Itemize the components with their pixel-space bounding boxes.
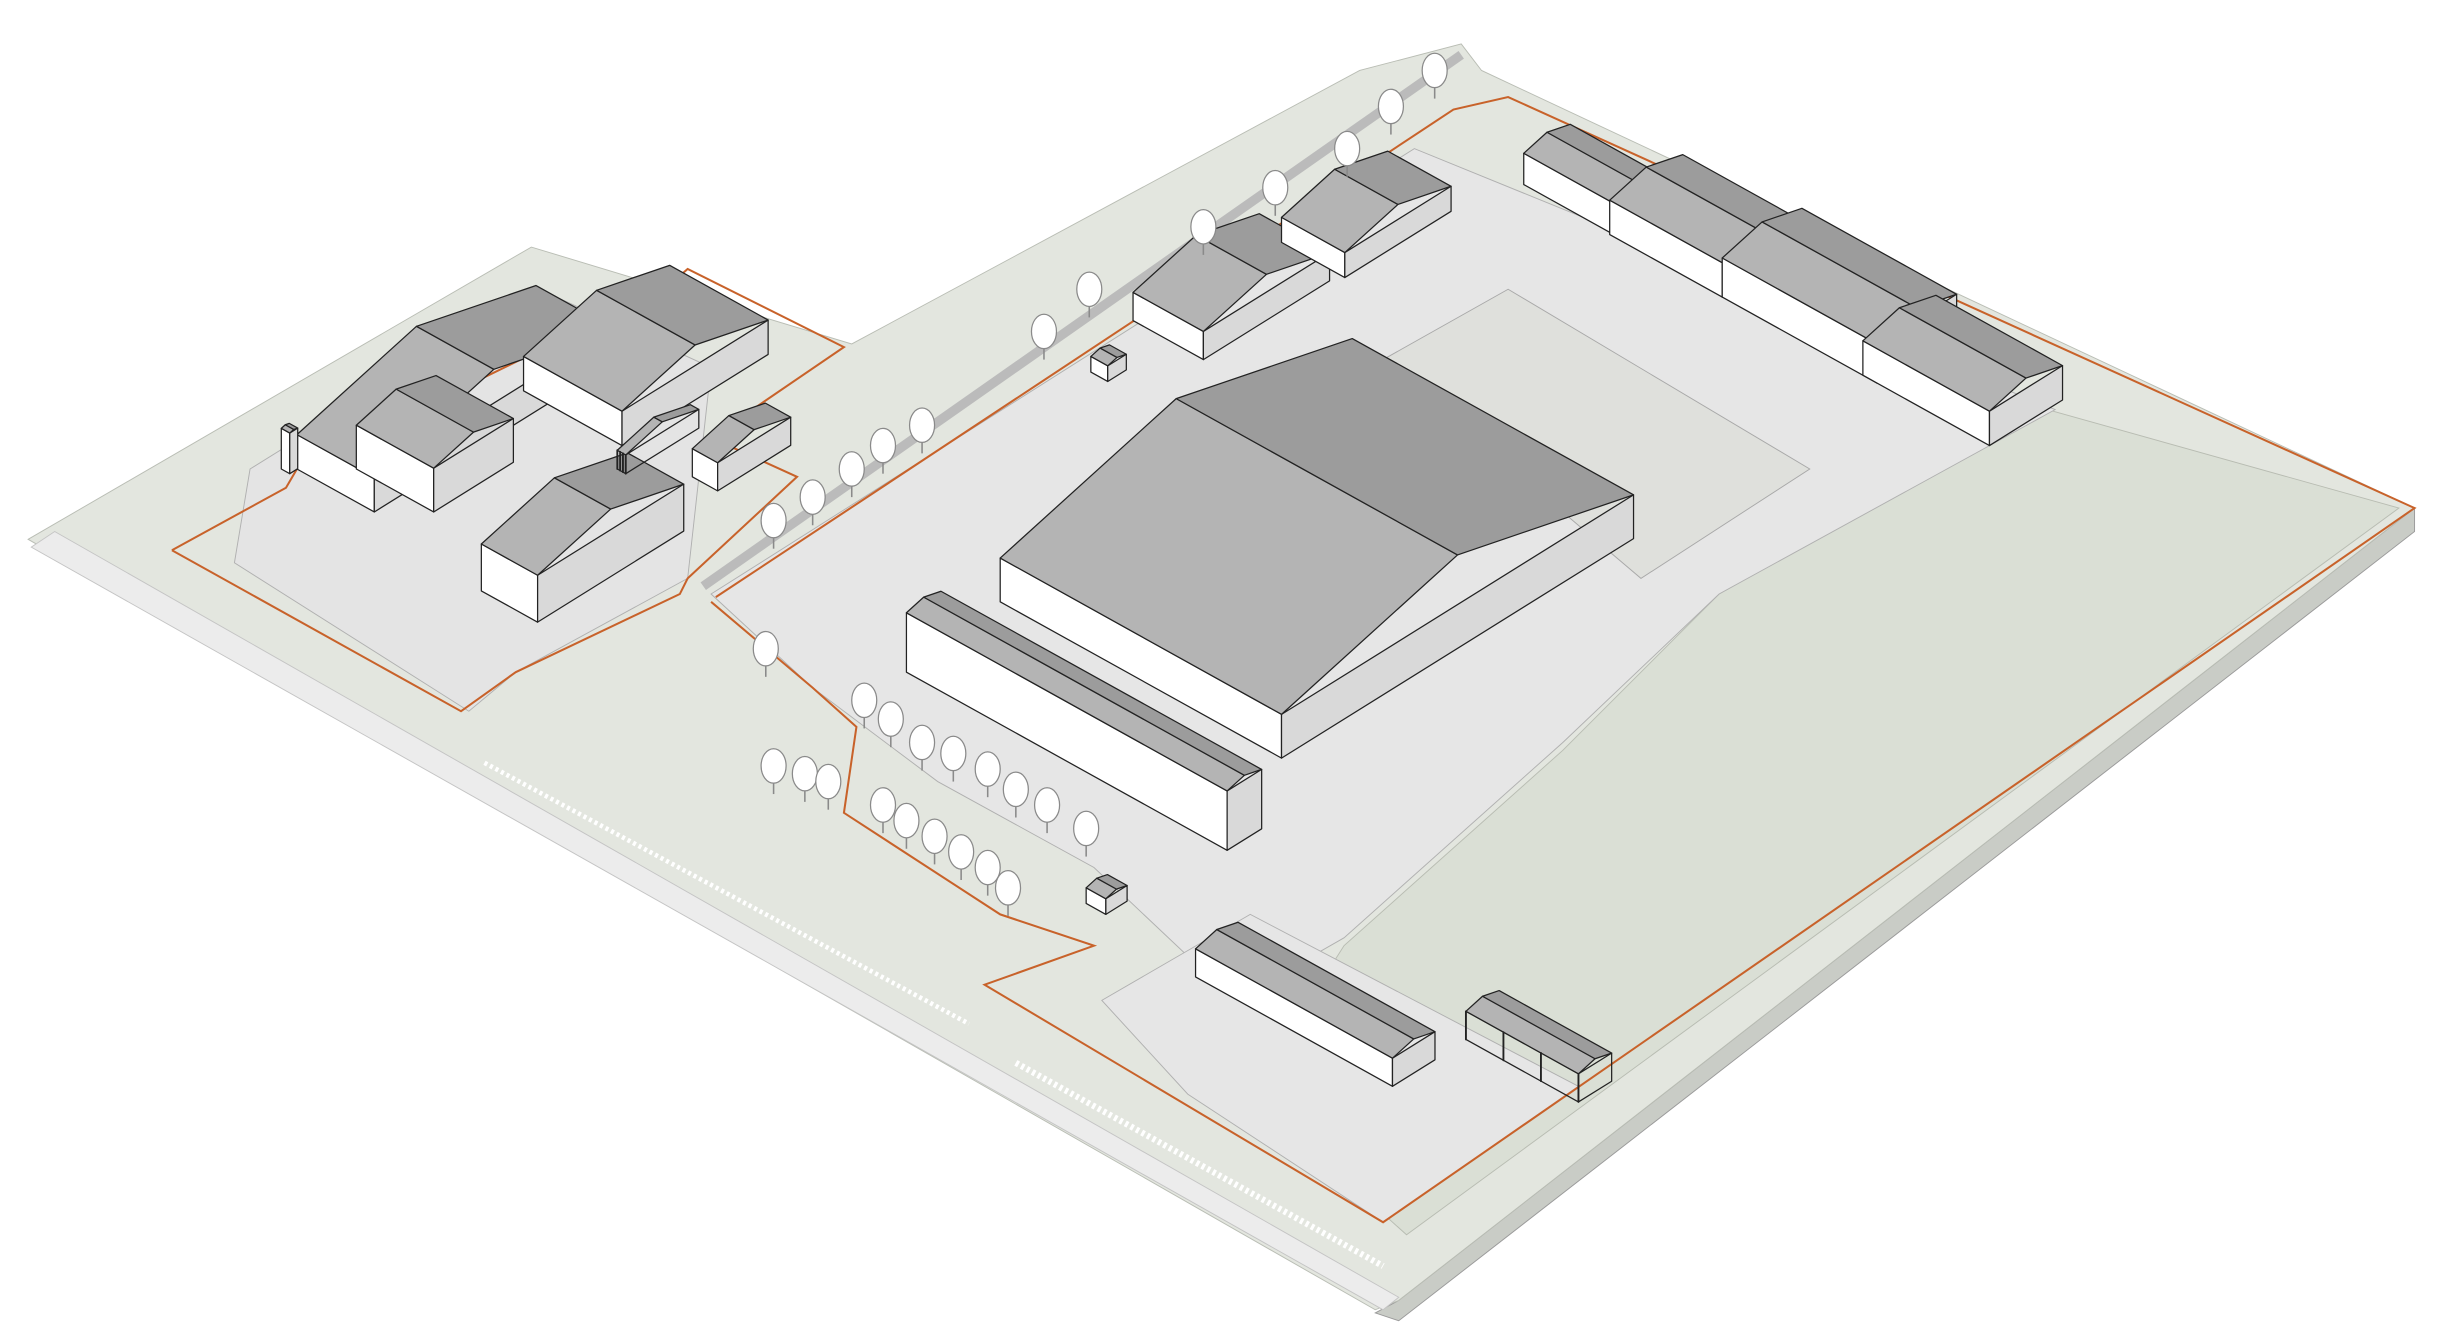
road-marking <box>483 760 971 1026</box>
tree-icon <box>1002 771 1029 818</box>
school-building <box>905 590 1263 851</box>
tree-canopy <box>1076 271 1103 308</box>
roof-plane <box>595 264 769 346</box>
road-marking <box>1014 1060 1385 1269</box>
tree-canopy <box>1190 208 1217 245</box>
east-barn-4 <box>1862 294 2064 447</box>
tree-icon <box>940 735 967 782</box>
tree-canopy <box>1073 810 1100 847</box>
tree-icon <box>752 630 779 677</box>
tree-canopy <box>994 870 1022 906</box>
tree-icon <box>1421 52 1448 99</box>
farm-shed <box>480 452 685 623</box>
roof-plane <box>1099 344 1127 359</box>
tree-icon <box>908 724 936 771</box>
road <box>30 530 1400 1311</box>
tree-icon <box>1190 208 1217 255</box>
roof-plane <box>1096 873 1128 890</box>
kiosk-south <box>1085 873 1128 916</box>
roof-plane <box>1175 337 1635 556</box>
tree-canopy <box>1334 130 1361 167</box>
tree-icon <box>851 682 878 729</box>
roof-plane <box>923 590 1263 776</box>
kiosk-north <box>1090 344 1127 383</box>
farm-barn-east <box>522 264 769 447</box>
tree-canopy <box>752 630 779 667</box>
tree-icon <box>908 407 936 454</box>
tree-canopy <box>1030 313 1058 350</box>
north-barn-west <box>1132 213 1331 361</box>
tree-icon <box>760 502 787 549</box>
tree-icon <box>1073 810 1100 857</box>
tree-canopy <box>869 427 897 464</box>
tree-icon <box>1262 169 1289 216</box>
tree-canopy <box>908 407 936 444</box>
tree-icon <box>815 763 842 810</box>
roof-plane <box>1898 294 2064 379</box>
tree-icon <box>974 849 1001 896</box>
main-sports-hall <box>999 337 1635 759</box>
tree-icon <box>893 802 920 849</box>
tree-canopy <box>974 849 1001 886</box>
tree-canopy <box>940 735 967 772</box>
tree-icon <box>1334 130 1361 177</box>
tree-icon <box>869 787 897 834</box>
farm-open-shed <box>616 404 700 475</box>
tree-canopy <box>791 755 818 792</box>
tree-canopy <box>1262 169 1289 206</box>
tree-icon <box>1030 313 1058 360</box>
property-boundary <box>710 95 2417 1224</box>
tree-canopy <box>1421 52 1448 89</box>
buildings <box>280 123 2064 1103</box>
north-barn-east <box>1280 150 1452 279</box>
tree-canopy <box>877 701 904 737</box>
tree-canopy <box>893 802 920 839</box>
tree-icon <box>1377 88 1405 135</box>
tree-canopy <box>851 682 878 719</box>
roof-plane <box>1334 150 1452 206</box>
tree-icon <box>877 701 904 748</box>
roof-plane <box>553 452 685 510</box>
tree-icon <box>921 818 948 865</box>
roof-plane <box>284 422 299 431</box>
roof-plane <box>653 404 700 423</box>
tree-icon <box>994 870 1022 916</box>
tree-canopy <box>974 751 1001 787</box>
tree-icon <box>838 451 865 498</box>
roof-plane <box>1761 207 1958 309</box>
tree-canopy <box>838 451 865 487</box>
tree-canopy <box>869 787 897 823</box>
farmhouse <box>355 374 515 513</box>
tree-canopy <box>1377 88 1405 125</box>
tree-canopy <box>1033 787 1061 823</box>
south-building <box>1194 921 1436 1087</box>
trees <box>752 52 1448 916</box>
tree-icon <box>974 751 1001 798</box>
tree-icon <box>799 479 826 526</box>
tree-icon <box>948 834 975 881</box>
farm-small-shed <box>691 402 792 492</box>
side-wall <box>289 427 299 475</box>
tree-canopy <box>799 479 826 515</box>
tree-icon <box>760 748 787 795</box>
tree-icon <box>1076 271 1103 318</box>
south-canopy <box>1464 989 1613 1103</box>
tree-canopy <box>1002 771 1029 808</box>
roof-plane <box>1481 989 1613 1060</box>
tree-icon <box>1033 787 1061 834</box>
front-wall <box>280 427 291 475</box>
tree-canopy <box>948 834 975 870</box>
tree-icon <box>869 427 897 474</box>
roof-plane <box>395 374 515 433</box>
tree-canopy <box>908 724 936 761</box>
tree-canopy <box>921 818 948 855</box>
silo <box>280 422 299 475</box>
roof-plane <box>1216 921 1436 1040</box>
tree-canopy <box>815 763 842 800</box>
tree-canopy <box>760 502 787 539</box>
tree-canopy <box>760 748 787 784</box>
roof-plane <box>728 402 792 431</box>
